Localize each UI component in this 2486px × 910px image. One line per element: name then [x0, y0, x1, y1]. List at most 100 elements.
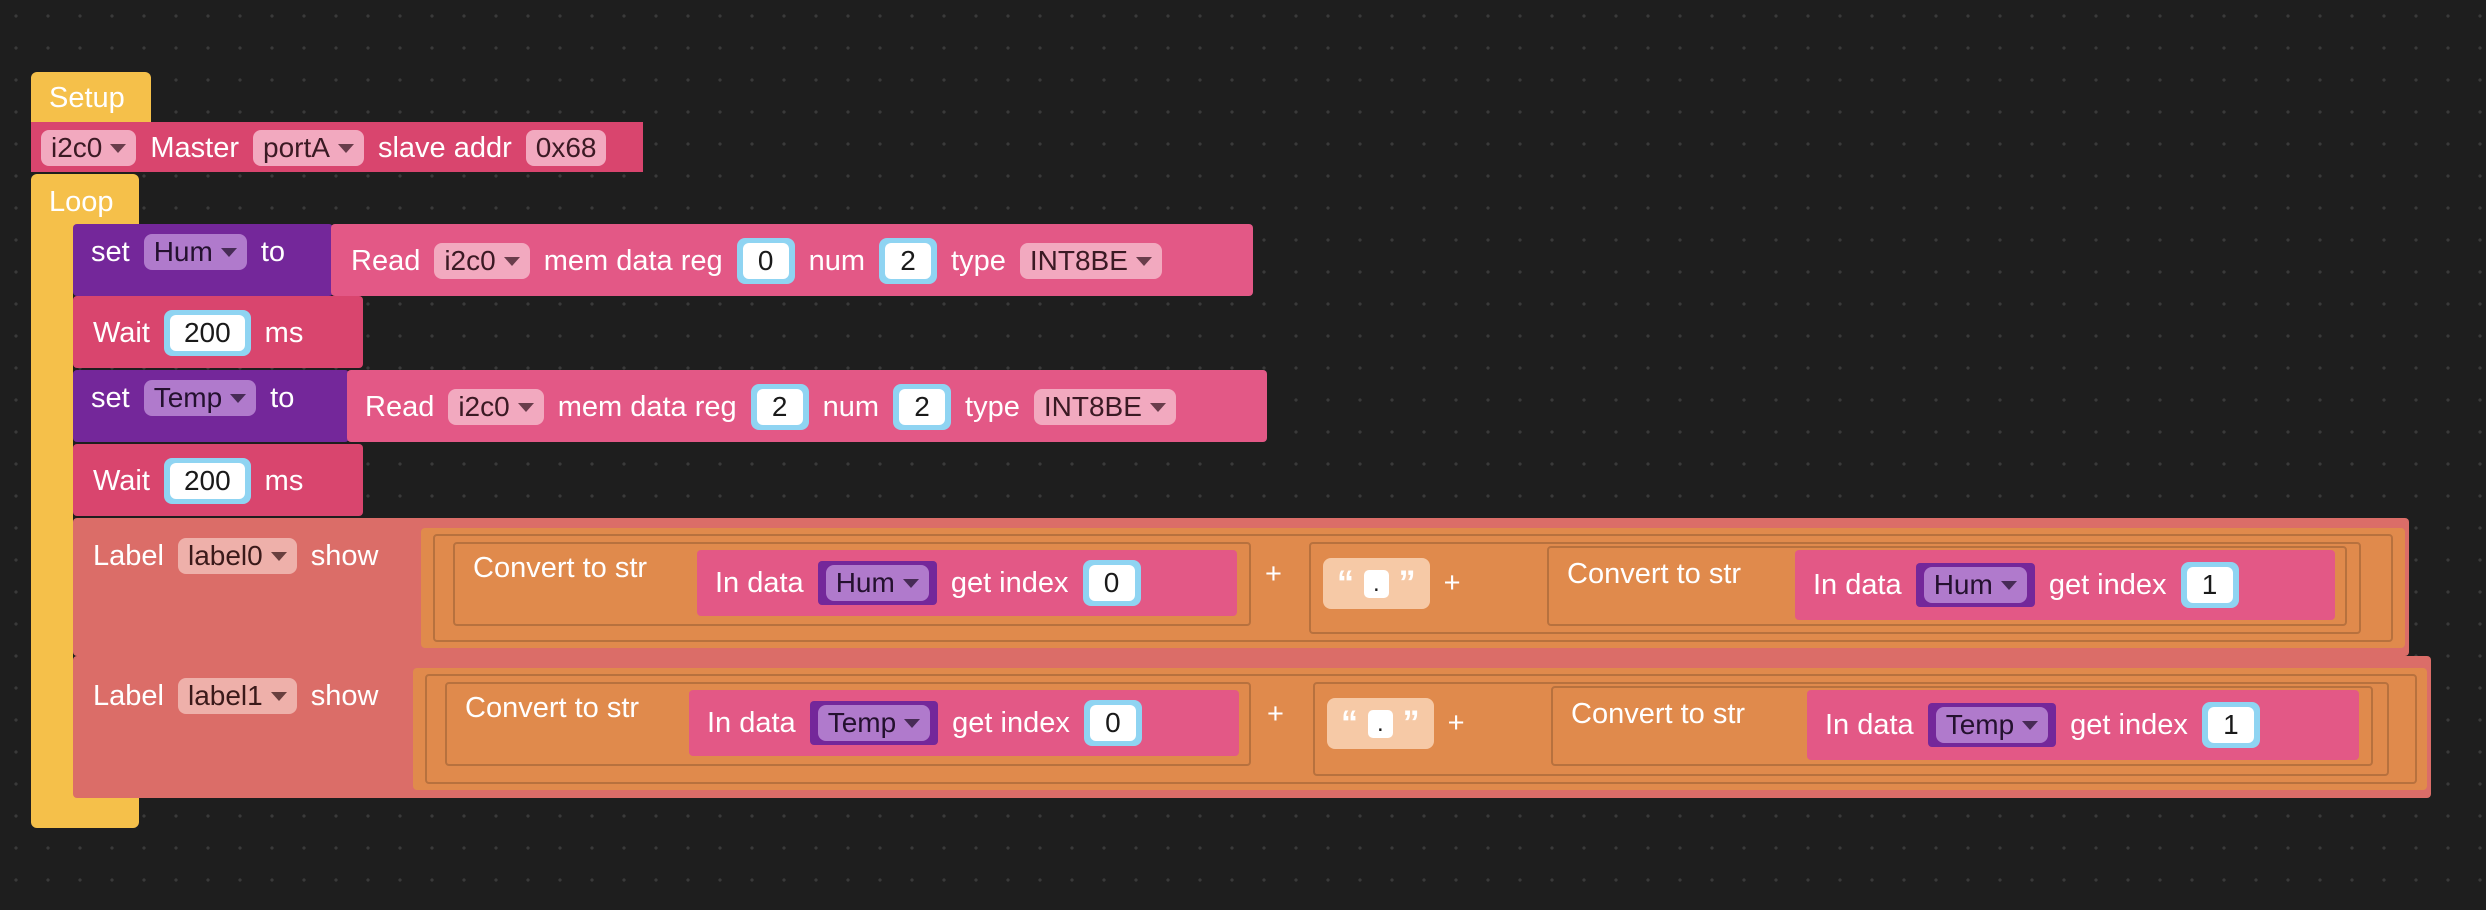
- to-label: to: [260, 235, 285, 268]
- num-value: 2: [899, 389, 946, 425]
- index-value: 0: [1089, 705, 1136, 741]
- convert-to-str-block[interactable]: Convert to str In data Temp get index 0: [445, 682, 1251, 766]
- read-temp-block[interactable]: Read i2c0 mem data reg 2 num 2 type INT8…: [347, 370, 1267, 442]
- slave-addr-value: 0x68: [535, 132, 597, 163]
- set-label: set: [91, 381, 130, 414]
- label0-show-block[interactable]: Label label0 show Convert to str In data…: [73, 518, 2409, 656]
- var-value: Hum: [835, 567, 895, 598]
- inner-concat-block[interactable]: “ . ” + Convert to str In data Hum get i…: [1309, 542, 2361, 634]
- index-input[interactable]: 0: [1083, 700, 1142, 746]
- close-quote: ”: [1402, 704, 1420, 742]
- read-hum-block[interactable]: Read i2c0 mem data reg 0 num 2 type INT8…: [331, 224, 1253, 296]
- label-name-dropdown[interactable]: label0: [177, 538, 297, 574]
- var-dropdown[interactable]: Temp: [817, 705, 931, 741]
- in-data-label: In data: [1825, 708, 1914, 741]
- convert-frame: [445, 682, 1251, 766]
- concat-frame: [425, 674, 2417, 784]
- label1-show-block[interactable]: Label label1 show Convert to str In data…: [73, 656, 2431, 798]
- temp-var-dropdown[interactable]: Temp: [143, 380, 257, 416]
- type-dropdown[interactable]: INT8BE: [1019, 243, 1162, 279]
- string-literal-block[interactable]: “ . ”: [1327, 698, 1434, 749]
- convert-frame: [1547, 546, 2347, 626]
- var-dropdown[interactable]: Hum: [825, 565, 929, 601]
- convert-to-str-block[interactable]: Convert to str In data Hum get index 1: [1547, 546, 2347, 626]
- var-value: Hum: [1933, 569, 1993, 600]
- port-value: portA: [263, 132, 330, 163]
- var-block[interactable]: Temp: [1927, 703, 2057, 747]
- mem-data-reg-label: mem data reg: [557, 390, 737, 423]
- read-bus-value: i2c0: [458, 391, 510, 422]
- type-label: type: [951, 244, 1006, 277]
- var-block[interactable]: Hum: [817, 561, 937, 605]
- read-label: Read: [351, 244, 421, 277]
- num-number-input[interactable]: 2: [879, 238, 938, 284]
- wait-ms-value: 200: [169, 315, 245, 351]
- hum-var-dropdown[interactable]: Hum: [143, 234, 247, 270]
- wait-block[interactable]: Wait 200 ms: [73, 296, 363, 368]
- type-dropdown[interactable]: INT8BE: [1033, 389, 1176, 425]
- hum-var-value: Hum: [153, 236, 213, 267]
- index-input[interactable]: 0: [1082, 560, 1141, 606]
- in-data-block[interactable]: In data Hum get index 1: [1795, 550, 2335, 620]
- setup-block[interactable]: Setup: [31, 72, 151, 122]
- string-literal-block[interactable]: “ . ”: [1323, 558, 1430, 609]
- var-dropdown[interactable]: Temp: [1935, 707, 2049, 743]
- chevron-down-icon: [110, 143, 127, 153]
- close-quote: ”: [1398, 564, 1416, 602]
- plus-label: +: [1267, 698, 1284, 730]
- type-value: INT8BE: [1029, 245, 1128, 276]
- in-data-block[interactable]: In data Hum get index 0: [697, 550, 1237, 616]
- in-data-block[interactable]: In data Temp get index 1: [1807, 690, 2359, 760]
- concat-block[interactable]: Convert to str In data Temp get index 0 …: [413, 668, 2427, 790]
- convert-to-str-label: Convert to str: [1571, 698, 1746, 730]
- num-label: num: [822, 390, 880, 423]
- loop-label: Loop: [49, 186, 114, 218]
- wait-label: Wait: [93, 316, 150, 349]
- read-bus-dropdown[interactable]: i2c0: [448, 389, 544, 425]
- i2c-bus-dropdown[interactable]: i2c0: [41, 130, 137, 166]
- in-data-block[interactable]: In data Temp get index 0: [689, 690, 1239, 756]
- var-dropdown[interactable]: Hum: [1923, 567, 2027, 603]
- wait-ms-input[interactable]: 200: [163, 310, 251, 356]
- inner-concat-block[interactable]: “ . ” + Convert to str In data Temp get …: [1313, 682, 2389, 776]
- port-dropdown[interactable]: portA: [253, 130, 364, 166]
- type-label: type: [965, 390, 1020, 423]
- wait-ms-input[interactable]: 200: [163, 458, 251, 504]
- reg-number-input[interactable]: 0: [736, 238, 795, 284]
- index-input[interactable]: 1: [2201, 702, 2260, 748]
- concat-block[interactable]: Convert to str In data Hum get index 0 +…: [421, 528, 2405, 648]
- chevron-down-icon: [337, 143, 354, 153]
- index-input[interactable]: 1: [2180, 562, 2239, 608]
- convert-to-str-block[interactable]: Convert to str In data Hum get index 0: [453, 542, 1251, 626]
- chevron-down-icon: [2000, 580, 2017, 590]
- string-value[interactable]: .: [1364, 569, 1389, 598]
- label-label: Label: [93, 679, 164, 712]
- read-bus-dropdown[interactable]: i2c0: [434, 243, 530, 279]
- chevron-down-icon: [1149, 402, 1166, 412]
- chevron-down-icon: [270, 691, 287, 701]
- num-number-input[interactable]: 2: [893, 384, 952, 430]
- string-value[interactable]: .: [1368, 709, 1393, 738]
- inner-concat-frame: [1313, 682, 2389, 776]
- get-index-label: get index: [2048, 568, 2167, 601]
- reg-number-input[interactable]: 2: [750, 384, 809, 430]
- get-index-label: get index: [2070, 708, 2188, 741]
- convert-to-str-label: Convert to str: [1567, 558, 1742, 590]
- to-label: to: [270, 381, 295, 414]
- set-temp-block[interactable]: set Temp to: [73, 370, 349, 442]
- in-data-label: In data: [715, 566, 804, 599]
- slave-addr-field[interactable]: 0x68: [525, 130, 607, 166]
- wait-block[interactable]: Wait 200 ms: [73, 444, 363, 516]
- open-quote: “: [1341, 704, 1358, 742]
- num-value: 2: [885, 243, 932, 279]
- set-hum-block[interactable]: set Hum to: [73, 224, 333, 296]
- open-quote: “: [1337, 564, 1354, 602]
- convert-to-str-block[interactable]: Convert to str In data Temp get index 1: [1551, 686, 2373, 766]
- chevron-down-icon: [503, 256, 520, 266]
- inner-concat-frame: [1309, 542, 2361, 634]
- label-name-dropdown[interactable]: label1: [177, 678, 297, 714]
- i2c-master-block[interactable]: i2c0 Master portA slave addr 0x68: [31, 122, 643, 172]
- loop-block[interactable]: Loop: [31, 174, 139, 228]
- var-block[interactable]: Temp: [809, 701, 939, 745]
- var-block[interactable]: Hum: [1915, 563, 2035, 607]
